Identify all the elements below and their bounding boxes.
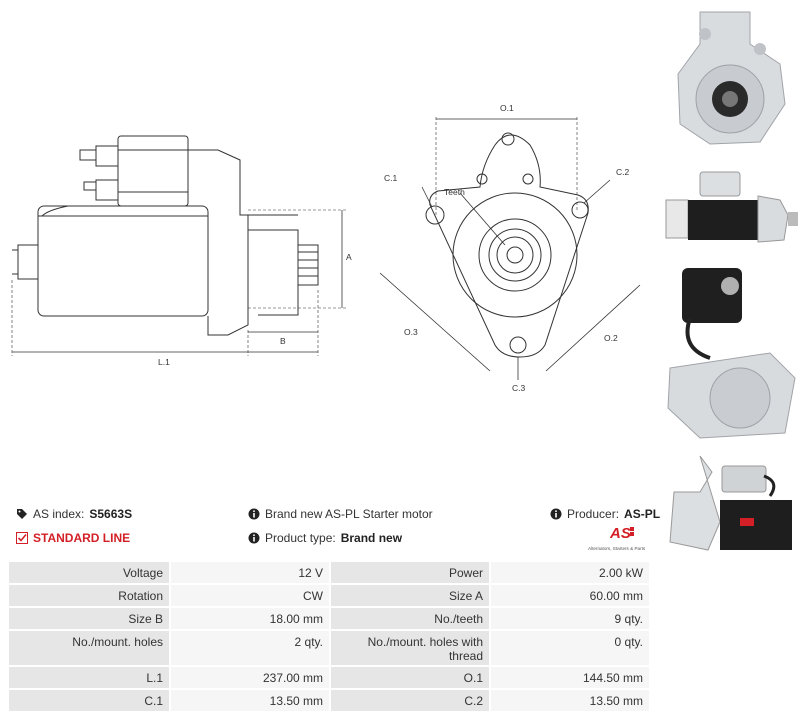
info-icon xyxy=(248,508,260,520)
logo-tagline: Alternators, Starters & Parts xyxy=(588,546,646,551)
product-photo-rear[interactable] xyxy=(660,452,800,558)
spec-value: CW xyxy=(171,585,329,606)
producer: Producer: AS-PL xyxy=(550,507,660,521)
dimension-label-b: B xyxy=(280,336,286,346)
product-description-text: Brand new AS-PL Starter motor xyxy=(265,507,433,521)
product-photo-front[interactable] xyxy=(660,4,800,152)
product-type: Product type: Brand new xyxy=(248,531,402,545)
product-info: AS index: S5663S STANDARD LINE Brand new… xyxy=(14,503,660,553)
spec-value: 2.00 kW xyxy=(491,562,649,583)
spec-label: No./mount. holes with thread xyxy=(331,631,489,665)
spec-value: 13.50 mm xyxy=(491,690,649,711)
standard-line-label: STANDARD LINE xyxy=(33,531,131,545)
dimension-label-o1: O.1 xyxy=(500,103,514,113)
spec-value: 0 qty. xyxy=(491,631,649,665)
spec-value: 13.50 mm xyxy=(171,690,329,711)
spec-label: Size B xyxy=(9,608,169,629)
as-index-value: S5663S xyxy=(89,507,133,521)
standard-line: STANDARD LINE xyxy=(16,531,130,545)
table-row: No./mount. holes 2 qty. No./mount. holes… xyxy=(9,631,649,665)
spec-label: Rotation xyxy=(9,585,169,606)
checkbox-checked-icon xyxy=(16,532,28,544)
info-icon xyxy=(248,532,260,544)
dimension-label-c1: C.1 xyxy=(384,173,398,183)
dimension-label-o3: O.3 xyxy=(404,327,418,337)
spec-label: Voltage xyxy=(9,562,169,583)
producer-value: AS-PL xyxy=(624,507,661,521)
specifications-table: Voltage 12 V Power 2.00 kW Rotation CW S… xyxy=(9,560,649,713)
dimension-label-c2: C.2 xyxy=(616,167,630,177)
table-row: L.1 237.00 mm O.1 144.50 mm xyxy=(9,667,649,688)
side-view-drawing: A B L.1 xyxy=(11,135,352,367)
dimension-label-a: A xyxy=(346,252,352,262)
as-index-label: AS index: xyxy=(33,507,85,521)
spec-label: C.2 xyxy=(331,690,489,711)
table-row: C.1 13.50 mm C.2 13.50 mm xyxy=(9,690,649,711)
front-view-drawing: O.1 O.3 O.2 C.1 C.2 C.3 Teeth xyxy=(379,103,641,393)
spec-value: 18.00 mm xyxy=(171,608,329,629)
logo-brand: AS xyxy=(609,525,631,542)
spec-label: L.1 xyxy=(9,667,169,688)
dimension-label-o2: O.2 xyxy=(604,333,618,343)
spec-label: Size A xyxy=(331,585,489,606)
product-type-label: Product type: xyxy=(265,531,336,545)
product-photo-side[interactable] xyxy=(660,160,800,250)
info-icon xyxy=(550,508,562,520)
tag-icon xyxy=(17,509,27,519)
spec-value: 12 V xyxy=(171,562,329,583)
technical-drawing: A B L.1 xyxy=(11,103,641,393)
product-photo-angle[interactable] xyxy=(660,258,800,443)
table-row: Voltage 12 V Power 2.00 kW xyxy=(9,562,649,583)
dimension-label-l1: L.1 xyxy=(158,357,170,367)
spec-label: Power xyxy=(331,562,489,583)
teeth-label: Teeth xyxy=(444,187,465,197)
spec-value: 9 qty. xyxy=(491,608,649,629)
producer-label: Producer: xyxy=(567,507,620,521)
table-row: Rotation CW Size A 60.00 mm xyxy=(9,585,649,606)
spec-value: 144.50 mm xyxy=(491,667,649,688)
product-description: Brand new AS-PL Starter motor xyxy=(248,507,433,521)
spec-label: No./teeth xyxy=(331,608,489,629)
spec-label: O.1 xyxy=(331,667,489,688)
spec-value: 60.00 mm xyxy=(491,585,649,606)
as-index: AS index: S5663S xyxy=(16,507,132,521)
product-type-value: Brand new xyxy=(340,531,403,545)
spec-value: 2 qty. xyxy=(171,631,329,665)
table-row: Size B 18.00 mm No./teeth 9 qty. xyxy=(9,608,649,629)
dimension-label-c3: C.3 xyxy=(512,383,526,393)
as-pl-logo: AS Alternators, Starters & Parts xyxy=(588,525,646,551)
spec-value: 237.00 mm xyxy=(171,667,329,688)
spec-label: No./mount. holes xyxy=(9,631,169,665)
product-photo-gallery xyxy=(660,0,800,560)
spec-label: C.1 xyxy=(9,690,169,711)
